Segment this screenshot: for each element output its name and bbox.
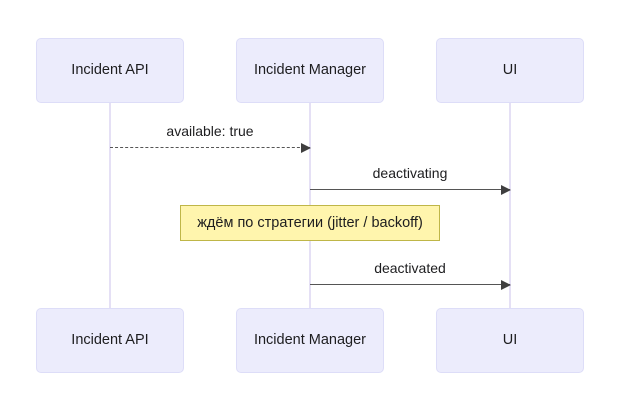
participant-box-bottom-incident-manager[interactable]: Incident Manager [236,308,384,373]
arrowhead-icon [301,142,311,153]
participant-label: Incident Manager [253,332,367,349]
message-label: deactivating [372,165,448,181]
message-label: deactivated [374,260,446,276]
participant-box-top-incident-api[interactable]: Incident API [36,38,184,103]
participant-label: UI [502,332,518,349]
participant-label: Incident API [71,62,149,79]
message-label: available: true [166,123,254,139]
note-wait-strategy[interactable]: ждём по стратегии (jitter / backoff) [180,205,440,241]
participant-box-top-ui[interactable]: UI [436,38,584,103]
message-line [310,189,510,190]
lifeline-incident-api [109,103,111,308]
participant-label: UI [502,62,518,79]
arrowhead-icon [501,279,511,290]
message-line [110,147,310,148]
participant-label: Incident API [71,332,149,349]
note-text: ждём по стратегии (jitter / backoff) [197,214,423,231]
participant-box-top-incident-manager[interactable]: Incident Manager [236,38,384,103]
participant-box-bottom-incident-api[interactable]: Incident API [36,308,184,373]
message-line [310,284,510,285]
participant-label: Incident Manager [253,62,367,79]
participant-box-bottom-ui[interactable]: UI [436,308,584,373]
arrowhead-icon [501,184,511,195]
lifeline-ui [509,103,511,308]
